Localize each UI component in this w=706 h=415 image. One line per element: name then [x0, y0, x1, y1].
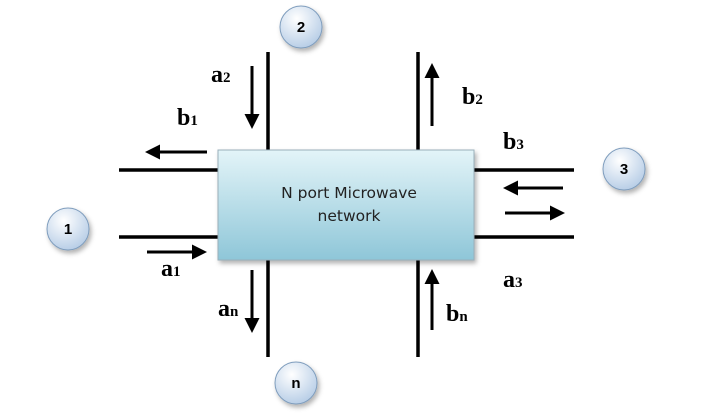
- port-lines: [119, 52, 574, 357]
- network-label-line-2: network: [318, 207, 381, 225]
- port-2-badge: 2: [279, 5, 323, 49]
- wave-label-b2: b2: [462, 84, 483, 110]
- wave-arrows: [145, 63, 565, 333]
- port-1-circle: [46, 207, 90, 251]
- port-2-number: 2: [297, 19, 305, 36]
- port-n-number: n: [291, 375, 300, 392]
- port-n-badge: n: [274, 361, 318, 405]
- network-label-line-1: N port Microwave: [281, 184, 417, 202]
- wave-label-b3: b3: [503, 129, 524, 155]
- port-3-circle: [602, 147, 646, 191]
- wave-label-a2: a2: [211, 62, 231, 88]
- wave-label-b1: b1: [177, 105, 198, 131]
- wave-label-bn: bn: [446, 301, 468, 327]
- port-1-badge: 1: [46, 207, 90, 251]
- wave-label-an: an: [218, 296, 239, 322]
- network-box: [217, 149, 475, 261]
- port-3-badge: 3: [602, 147, 646, 191]
- wave-label-a3: a3: [503, 267, 523, 293]
- wave-label-a1: a1: [161, 256, 181, 282]
- port-n-circle: [274, 361, 318, 405]
- port-1-number: 1: [64, 221, 72, 238]
- port-2-circle: [279, 5, 323, 49]
- port-3-number: 3: [620, 161, 628, 178]
